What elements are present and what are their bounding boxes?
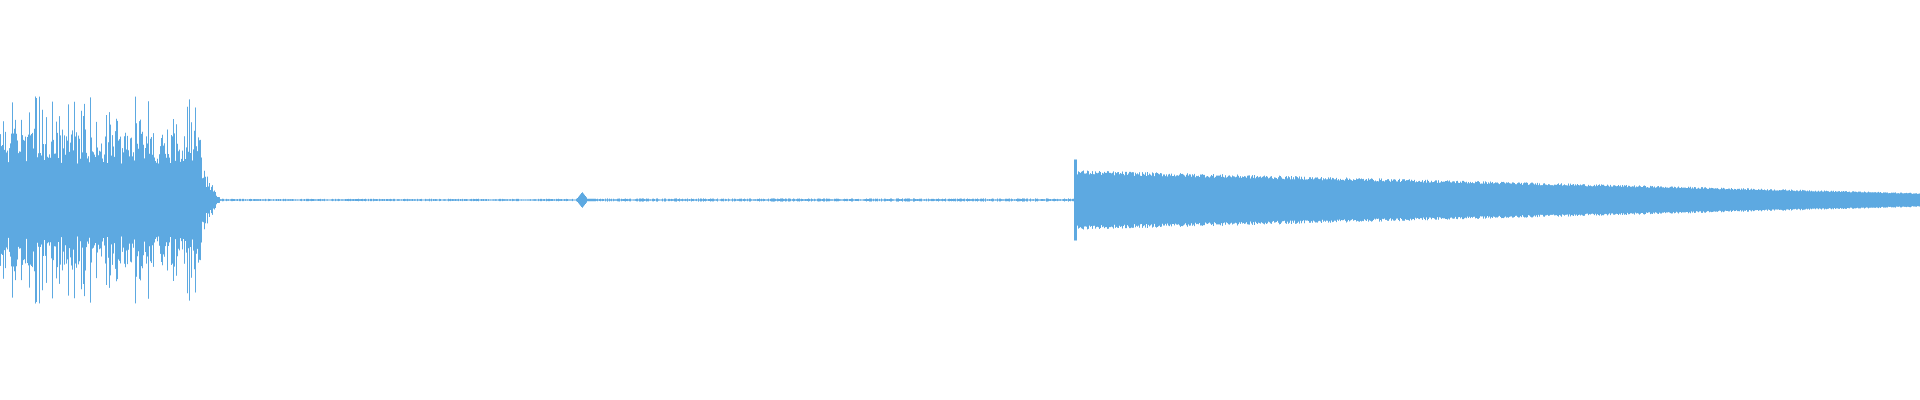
waveform-trace xyxy=(0,96,1920,304)
waveform-bars xyxy=(0,96,1920,304)
